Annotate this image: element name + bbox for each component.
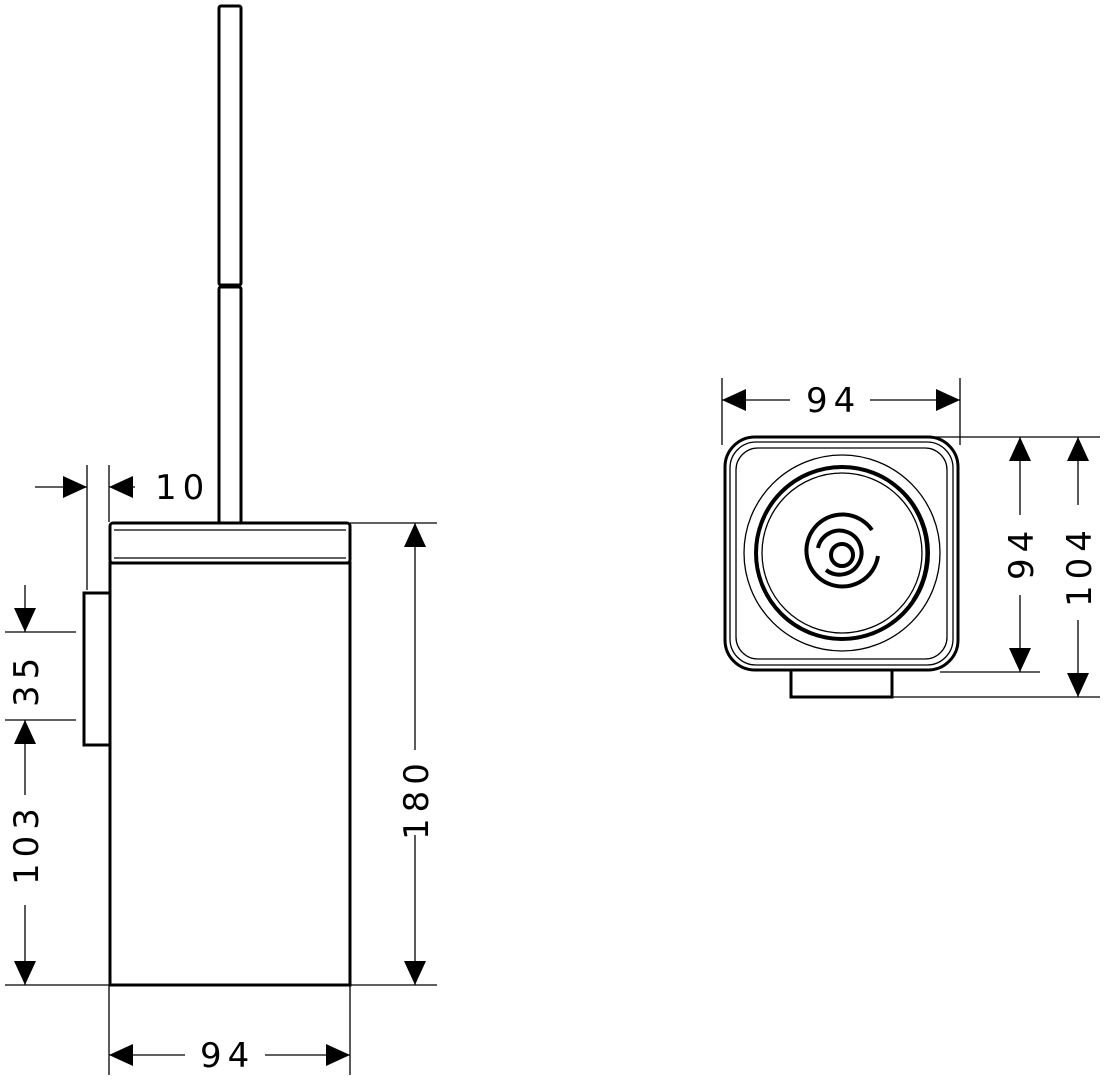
brush-handle-upper (217, 4, 243, 287)
dimension-94-top: 94 (721, 378, 961, 445)
dimension-94-right: 94 (930, 436, 1100, 673)
dimension-104: 104 (892, 437, 1100, 698)
container-body (108, 561, 352, 987)
top-view: 94 94 104 (721, 378, 1100, 699)
dimension-35-103: 35 103 (5, 585, 109, 986)
lid (108, 521, 352, 565)
dimension-label: 10 (155, 468, 210, 508)
dimension-label: 180 (397, 757, 437, 840)
dimension-label: 104 (1060, 524, 1100, 607)
dimension-label: 94 (1002, 525, 1042, 580)
dimension-180: 180 (350, 522, 437, 986)
dimension-label: 94 (200, 1036, 255, 1076)
dimension-94-bottom: 94 (108, 985, 351, 1076)
brush-handle-lower (217, 285, 243, 525)
side-view: 10 35 103 180 (5, 4, 437, 1076)
wall-mount-tab (789, 668, 894, 699)
dimension-label: 94 (806, 381, 861, 421)
dimension-label: 35 (7, 652, 47, 707)
wall-bracket (82, 591, 112, 747)
dimension-10: 10 (35, 465, 210, 590)
dimension-label: 103 (7, 802, 47, 885)
holder-outline (723, 435, 960, 672)
